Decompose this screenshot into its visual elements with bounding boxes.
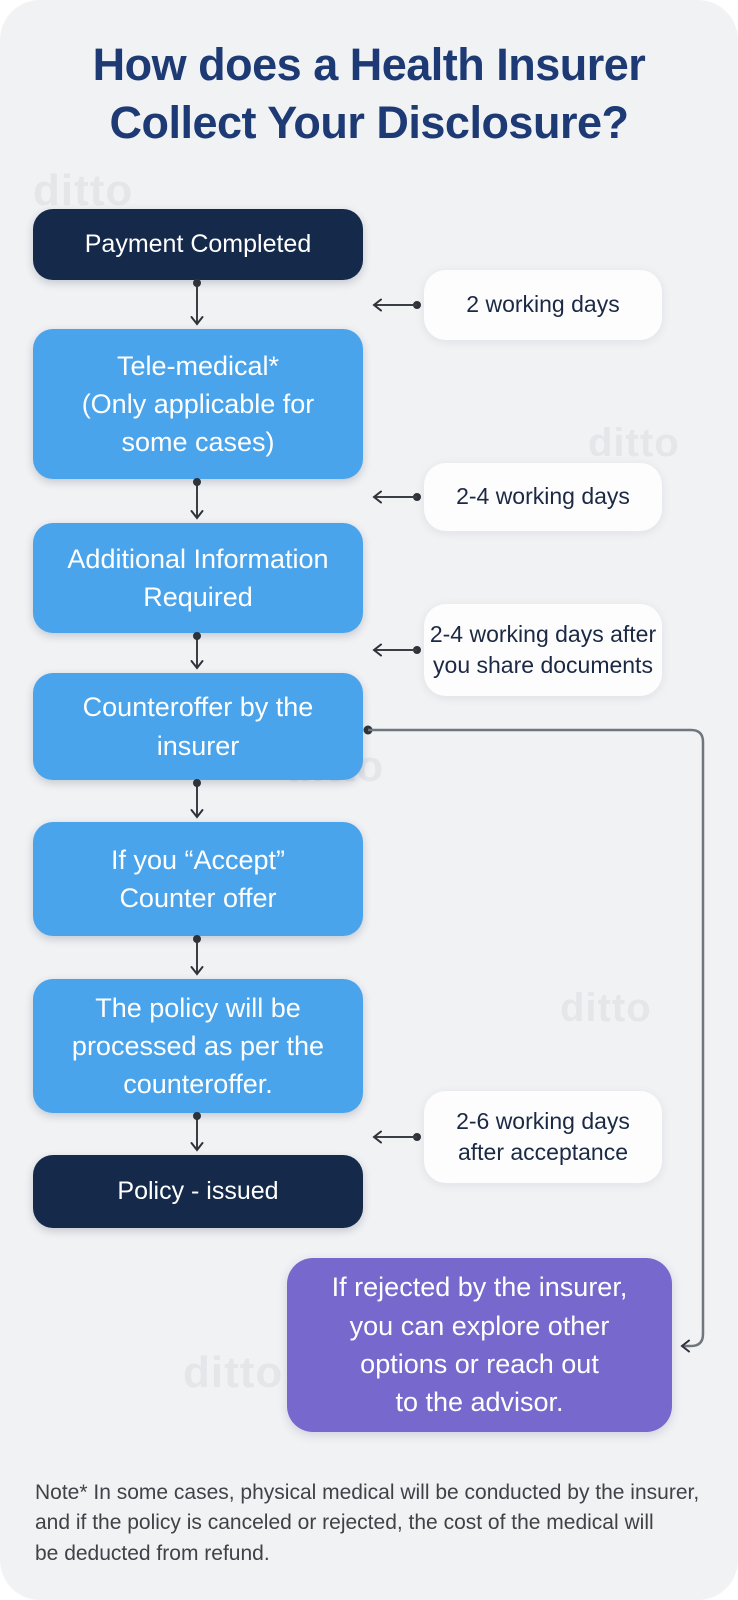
page-title: How does a Health Insurer Collect Your D… [92, 39, 646, 148]
step-payment-completed: Payment Completed [33, 209, 363, 280]
ditto-watermark: ditto [183, 1348, 284, 1397]
ditto-watermark: ditto [560, 986, 652, 1030]
step-policy-processed: The policy will be processed as per the … [33, 979, 363, 1113]
step-accept-counteroffer: If you “Accept” Counter offer [33, 822, 363, 936]
ditto-watermark: ditto [33, 166, 134, 215]
step-counteroffer: Counteroffer by the insurer [33, 673, 363, 780]
step-policy-issued: Policy - issued [33, 1155, 363, 1228]
annotation-2-working-days: 2 working days [424, 270, 662, 340]
ditto-watermark: ditto [588, 421, 680, 465]
annotation-2-4-days-after-documents: 2-4 working days after you share documen… [424, 604, 662, 696]
footnote-text: Note* In some cases, physical medical wi… [35, 1481, 700, 1565]
rejection-branch-line [368, 728, 705, 1353]
annotation-2-4-working-days: 2-4 working days [424, 463, 662, 531]
step-additional-information: Additional Information Required [33, 523, 363, 633]
step-tele-medical: Tele-medical* (Only applicable for some … [33, 329, 363, 479]
rejection-note-box: If rejected by the insurer, you can expl… [287, 1258, 672, 1432]
annotation-2-6-days-after-acceptance: 2-6 working days after acceptance [424, 1091, 662, 1183]
annotation-arrow-lines [372, 298, 417, 1144]
